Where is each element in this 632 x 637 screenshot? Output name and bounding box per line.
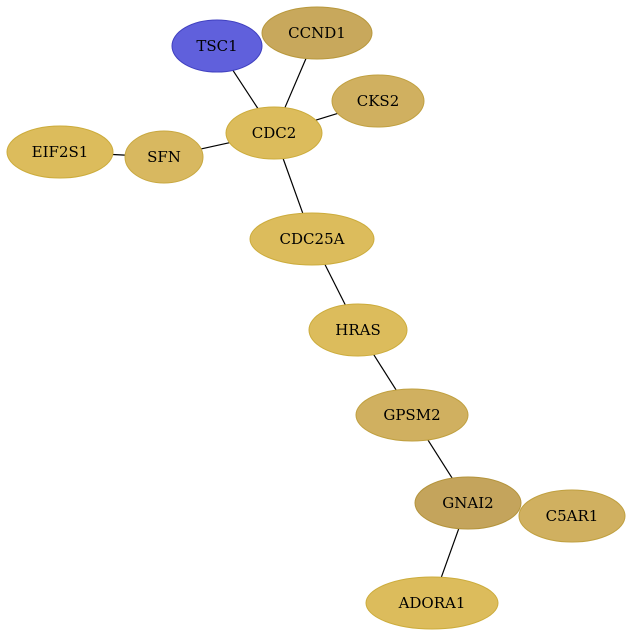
node-label: HRAS — [335, 321, 380, 339]
node-label: GPSM2 — [383, 406, 440, 424]
node-label: SFN — [147, 148, 181, 166]
node-label: ADORA1 — [398, 594, 466, 612]
node-gnai2[interactable]: GNAI2 — [414, 476, 522, 530]
node-shape[interactable] — [414, 476, 522, 530]
edge-cdc2-cdc25a — [282, 158, 304, 214]
node-shape[interactable] — [308, 303, 408, 357]
node-label: CDC2 — [252, 124, 297, 142]
node-adora1[interactable]: ADORA1 — [365, 576, 499, 630]
node-shape[interactable] — [124, 130, 204, 184]
edge-eif2s1-sfn — [112, 153, 126, 156]
edge-cdc25a-hras — [324, 264, 346, 306]
node-c5ar1[interactable]: C5AR1 — [518, 489, 626, 543]
edge-cks2-cdc2 — [315, 112, 338, 121]
node-shape[interactable] — [6, 125, 114, 179]
edge-gnai2-adora1 — [440, 528, 460, 578]
node-sfn[interactable]: SFN — [124, 130, 204, 184]
node-shape[interactable] — [355, 388, 469, 442]
node-shape[interactable] — [249, 212, 375, 266]
node-cks2[interactable]: CKS2 — [331, 74, 425, 128]
node-shape[interactable] — [365, 576, 499, 630]
node-eif2s1[interactable]: EIF2S1 — [6, 125, 114, 179]
edge-gpsm2-gnai2 — [427, 439, 453, 479]
edges-layer — [112, 58, 460, 578]
node-hras[interactable]: HRAS — [308, 303, 408, 357]
node-shape[interactable] — [518, 489, 626, 543]
node-shape[interactable] — [331, 74, 425, 128]
node-shape[interactable] — [261, 6, 373, 60]
node-cdc2[interactable]: CDC2 — [225, 106, 323, 160]
edge-sfn-cdc2 — [200, 142, 230, 150]
node-label: CKS2 — [357, 92, 400, 110]
node-cdc25a[interactable]: CDC25A — [249, 212, 375, 266]
node-tsc1[interactable]: TSC1 — [171, 19, 263, 73]
node-label: CDC25A — [280, 230, 345, 248]
node-shape[interactable] — [225, 106, 323, 160]
node-label: CCND1 — [288, 24, 346, 42]
edge-ccnd1-cdc2 — [284, 58, 307, 108]
edge-tsc1-cdc2 — [232, 69, 259, 109]
node-label: C5AR1 — [546, 507, 599, 525]
node-label: TSC1 — [196, 37, 237, 55]
node-gpsm2[interactable]: GPSM2 — [355, 388, 469, 442]
node-label: EIF2S1 — [32, 143, 89, 161]
node-label: GNAI2 — [442, 494, 493, 512]
node-shape[interactable] — [171, 19, 263, 73]
edge-hras-gpsm2 — [373, 354, 397, 391]
node-ccnd1[interactable]: CCND1 — [261, 6, 373, 60]
